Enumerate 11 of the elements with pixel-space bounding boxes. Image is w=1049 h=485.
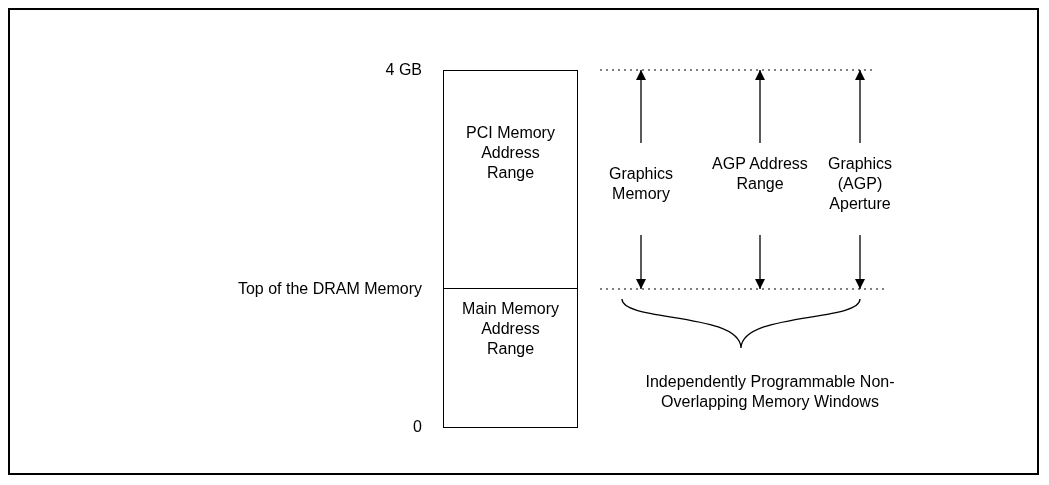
address-label: 4 GB — [384, 60, 422, 80]
memory-region-box — [443, 288, 578, 428]
window-label: Graphics Memory — [608, 164, 674, 204]
memory-region-box — [443, 70, 578, 290]
region-label: PCI Memory Address Range — [465, 123, 556, 183]
window-label: Graphics (AGP) Aperture — [827, 154, 893, 214]
region-label: Main Memory Address Range — [461, 299, 560, 359]
address-label: Top of the DRAM Memory — [236, 279, 422, 299]
address-label: 0 — [412, 417, 422, 437]
brace-caption: Independently Programmable Non-Overlapping Memory Windows — [644, 372, 896, 412]
window-label: AGP Address Range — [711, 154, 809, 194]
